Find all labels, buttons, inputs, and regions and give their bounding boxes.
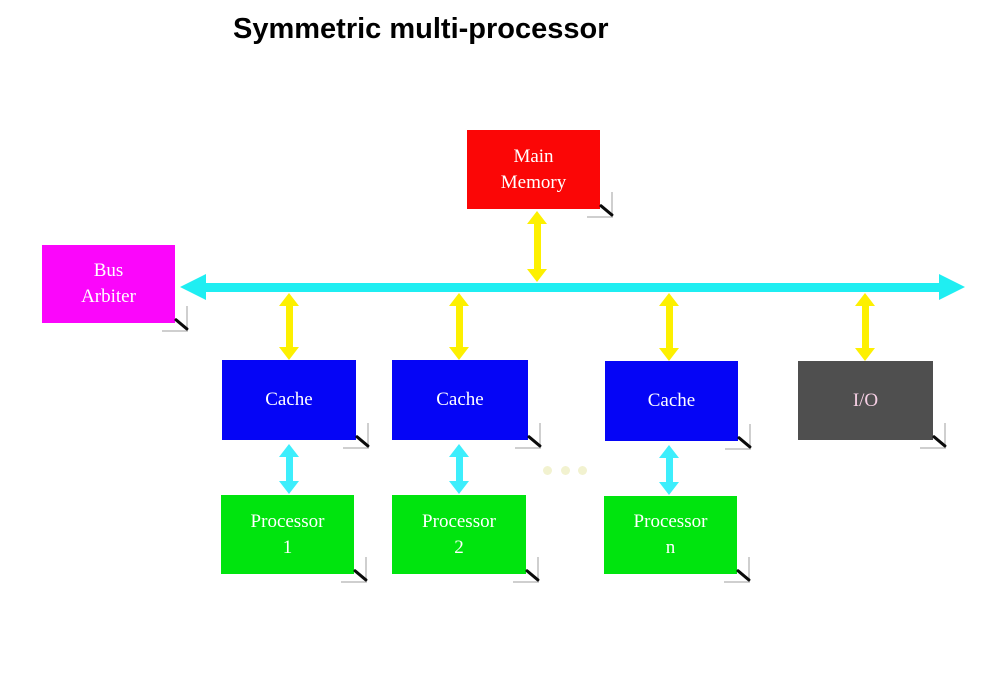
arrow-shaft <box>665 304 673 350</box>
bus-to-cache1-arrow <box>276 293 302 360</box>
processor-n-label: Processor n <box>633 511 708 558</box>
arrowhead-up-icon <box>855 293 875 306</box>
io-node: I/O <box>798 361 947 449</box>
arrow-shaft <box>285 304 293 349</box>
arrowhead-down-icon <box>659 482 679 495</box>
shadow-corner <box>341 557 368 583</box>
bus-to-cache2-arrow <box>446 293 472 360</box>
main-memory-node: Main Memory <box>467 130 614 218</box>
processor-n-node: Processor n <box>604 496 751 583</box>
arrowhead-up-icon <box>527 211 547 224</box>
arrowhead-up-icon <box>659 293 679 306</box>
cache3-label: Cache <box>647 390 696 411</box>
arrow-shaft <box>533 222 541 271</box>
bus-to-cache3-arrow <box>656 293 682 361</box>
arrow-shaft <box>861 304 869 350</box>
cache2-label: Cache <box>436 389 484 410</box>
arrowhead-down-icon <box>659 348 679 361</box>
io-label: I/O <box>852 389 879 411</box>
continuation-dot <box>543 466 552 475</box>
system-bus-double-arrow <box>180 274 965 301</box>
shadow-corner <box>513 557 540 583</box>
cache1-to-processor1-arrow <box>276 444 302 494</box>
arrowhead-down-icon <box>855 348 875 361</box>
arrowhead-up-icon <box>449 293 469 306</box>
arrow-shaft <box>455 455 463 483</box>
arrowhead-down-icon <box>449 347 469 360</box>
cache1-node: Cache <box>222 360 370 449</box>
main-memory-label: Main Memory <box>500 145 567 193</box>
arrow-shaft <box>455 304 463 349</box>
cache3-node: Cache <box>605 361 752 450</box>
arrowhead-down-icon <box>279 347 299 360</box>
arrowhead-down-icon <box>449 481 469 494</box>
shadow-corner <box>587 192 614 218</box>
processor1-node: Processor 1 <box>221 495 368 583</box>
arrowhead-up-icon <box>659 445 679 458</box>
bus-to-io-arrow <box>852 293 878 361</box>
shadow-corner <box>343 423 370 449</box>
arrow-shaft <box>285 455 293 483</box>
processor2-node: Processor 2 <box>392 495 540 583</box>
bus-arbiter-label: Bus Arbiter <box>81 260 136 307</box>
processor1-label: Processor 1 <box>250 510 325 558</box>
cache2-node: Cache <box>392 360 542 449</box>
bus-arrowhead-left-icon <box>180 274 206 300</box>
shadow-corner <box>725 424 752 450</box>
memory-to-bus-arrow <box>524 211 550 282</box>
processor2-label: Processor 2 <box>422 510 496 558</box>
continuation-dot <box>578 466 587 475</box>
shadow-corner <box>724 557 751 583</box>
diagram-title: Symmetric multi-processor <box>233 13 609 45</box>
shadow-corner <box>920 423 947 449</box>
cache1-label: Cache <box>265 389 313 410</box>
cache2-to-processor2-arrow <box>446 444 472 494</box>
shadow-corner <box>162 306 189 332</box>
bus-arrowhead-right-icon <box>939 274 965 300</box>
cache3-to-processor-n-arrow <box>656 445 682 495</box>
arrow-shaft <box>665 456 673 484</box>
bus-arbiter-node: Bus Arbiter <box>42 245 189 332</box>
shadow-corner <box>515 423 542 449</box>
arrowhead-down-icon <box>279 481 299 494</box>
continuation-dot <box>561 466 570 475</box>
arrowhead-up-icon <box>279 293 299 306</box>
bus-shaft <box>204 283 941 292</box>
arrowhead-up-icon <box>279 444 299 457</box>
arrowhead-down-icon <box>527 269 547 282</box>
arrowhead-up-icon <box>449 444 469 457</box>
